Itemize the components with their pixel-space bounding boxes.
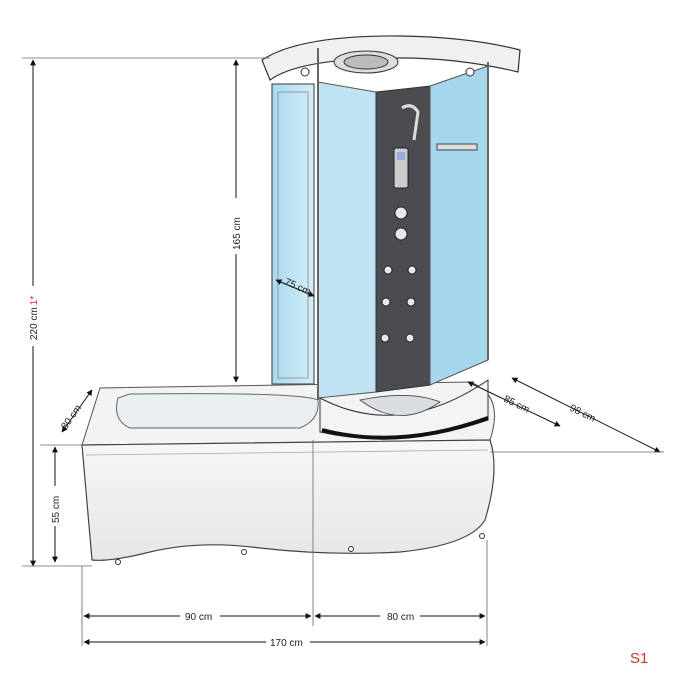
shower-cabin [261, 35, 521, 440]
dim-total-height: 220 cm1* [29, 296, 40, 340]
dim-glass-height: 165 cm [232, 217, 243, 250]
dim-tub-width: 90 cm [185, 612, 212, 623]
dim-tub-depth: 80 cm [59, 403, 84, 432]
dim-cabin-width: 80 cm [387, 612, 414, 623]
dim-cabin-depth: 85 cm [502, 394, 531, 416]
dim-cabin-diagonal: 98 cm [568, 403, 597, 425]
dim-total-width: 170 cm [270, 638, 303, 649]
dim-tub-height: 55 cm [51, 496, 62, 523]
variant-label: S1 [630, 650, 649, 667]
